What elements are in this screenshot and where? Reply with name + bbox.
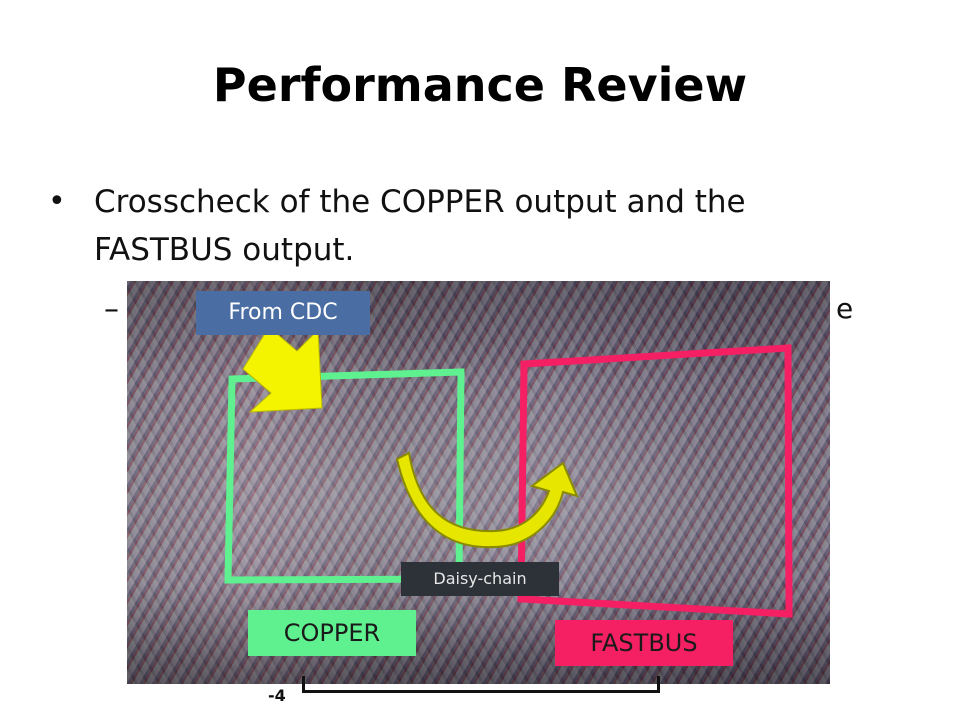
fastbus-label: FASTBUS — [555, 620, 733, 666]
cable-texture — [127, 281, 830, 684]
bullet-text: Crosscheck of the COPPER output and the … — [94, 184, 746, 268]
bullet-item: • Crosscheck of the COPPER output and th… — [48, 178, 876, 274]
sub-bullet-dash: – — [104, 292, 119, 327]
page-number: -4 — [268, 686, 286, 705]
from-cdc-label: From CDC — [196, 291, 370, 335]
photo-overlay — [224, 326, 793, 618]
sub-bullet-tail-text: e — [836, 292, 854, 325]
yellow-down-arrow-icon — [242, 326, 323, 413]
slide-title: Performance Review — [212, 58, 748, 112]
fastbus-frame — [517, 344, 793, 618]
bullet-dot-icon: • — [48, 184, 66, 219]
cable-photo — [127, 281, 830, 684]
footer-bracket — [302, 676, 660, 693]
photo-shading — [127, 281, 830, 684]
yellow-curved-arrow-icon — [395, 451, 579, 549]
daisy-chain-label: Daisy-chain — [401, 562, 559, 596]
copper-label: COPPER — [248, 610, 416, 656]
